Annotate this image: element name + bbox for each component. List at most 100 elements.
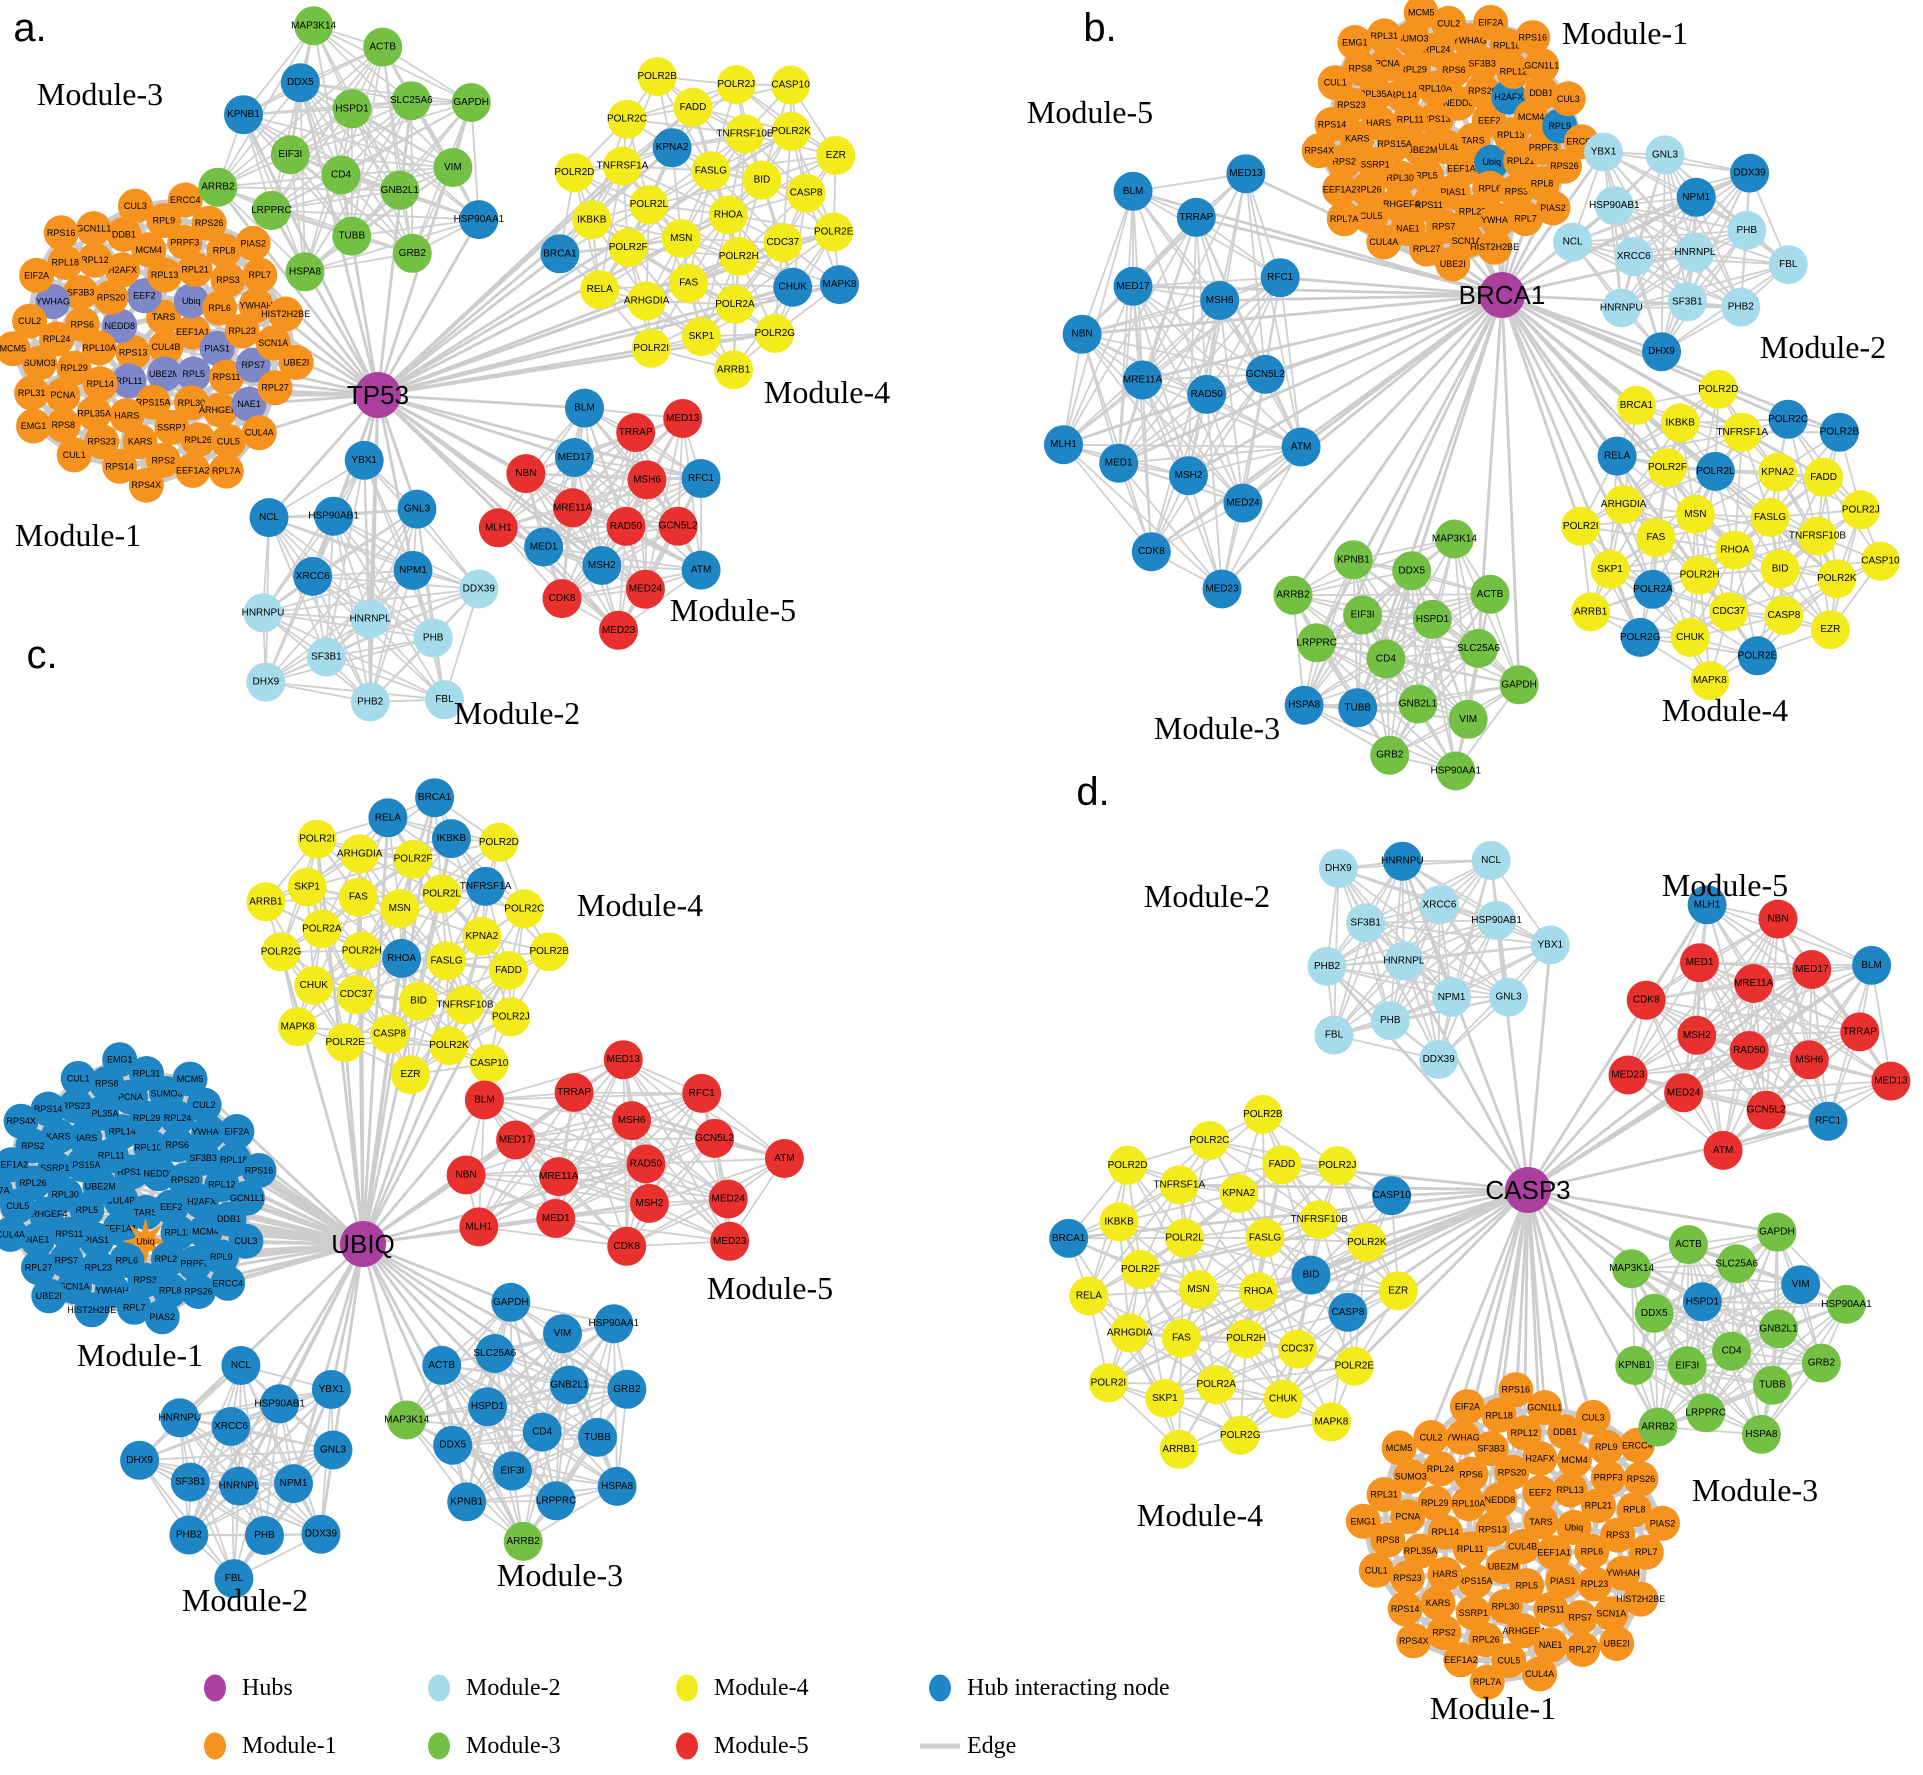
node-GCN5L2[interactable]: GCN5L2 — [695, 1118, 734, 1158]
node-POLR2J[interactable]: POLR2J — [491, 997, 531, 1037]
node-EIF3I[interactable]: EIF3I — [1343, 595, 1383, 635]
node-MSH6[interactable]: MSH6 — [1789, 1040, 1829, 1080]
node-MED1[interactable]: MED1 — [1099, 443, 1139, 483]
node-NBN[interactable]: NBN — [1062, 314, 1102, 354]
node-MED24[interactable]: MED24 — [1664, 1073, 1704, 1113]
node-MAPK8[interactable]: MAPK8 — [1690, 661, 1730, 701]
node-RPL23[interactable]: RPL23 — [1577, 1566, 1612, 1602]
node-MAP3K14[interactable]: MAP3K14 — [1609, 1249, 1655, 1289]
node-EIF3I[interactable]: EIF3I — [1667, 1346, 1707, 1386]
node-MCM4[interactable]: MCM4 — [131, 232, 167, 268]
node-RPS6[interactable]: RPS6 — [159, 1127, 195, 1163]
node-SKP1[interactable]: SKP1 — [681, 317, 721, 357]
node-RPS23[interactable]: RPS23 — [58, 1088, 94, 1124]
node-HSPA8[interactable]: HSPA8 — [285, 252, 325, 292]
node-MAPK8[interactable]: MAPK8 — [278, 1007, 318, 1047]
node-PHB2[interactable]: PHB2 — [1307, 946, 1347, 986]
node-RFC1[interactable]: RFC1 — [681, 459, 721, 498]
node-MRE11A[interactable]: MRE11A — [539, 1157, 579, 1197]
node-IKBKB[interactable]: IKBKB — [1660, 403, 1700, 443]
node-SUMO3[interactable]: SUMO3 — [22, 345, 58, 381]
node-HSPD1[interactable]: HSPD1 — [1682, 1282, 1722, 1322]
node-FBL[interactable]: FBL — [214, 1559, 254, 1599]
node-MED23[interactable]: MED23 — [599, 610, 638, 650]
node-CUL5[interactable]: CUL5 — [210, 424, 246, 459]
node-CD4[interactable]: CD4 — [1712, 1331, 1752, 1371]
node-CHUK[interactable]: CHUK — [294, 965, 334, 1005]
node-H2AFX[interactable]: H2AFX — [105, 252, 140, 288]
node-TNFRSF10B[interactable]: TNFRSF10B — [1789, 516, 1847, 556]
node-TUBB[interactable]: TUBB — [578, 1417, 617, 1457]
node-CUL3[interactable]: CUL3 — [1575, 1399, 1611, 1435]
node-RPS15A[interactable]: RPS15A — [1457, 1563, 1493, 1599]
node-NCL[interactable]: NCL — [249, 498, 289, 538]
node-MSH2[interactable]: MSH2 — [1169, 456, 1208, 496]
node-ATM[interactable]: ATM — [764, 1139, 804, 1178]
node-MSH2[interactable]: MSH2 — [629, 1183, 669, 1223]
node-HIST2H2BE[interactable]: HIST2H2BE — [1470, 229, 1519, 265]
node-TARS[interactable]: TARS — [1523, 1504, 1559, 1540]
node-MAP3K14[interactable]: MAP3K14 — [1432, 519, 1477, 559]
node-POLR2G[interactable]: POLR2G — [755, 313, 796, 353]
node-RPL24[interactable]: RPL24 — [1423, 1451, 1458, 1487]
node-DDX5[interactable]: DDX5 — [1634, 1293, 1674, 1333]
node-RPS4X[interactable]: RPS4X — [3, 1103, 39, 1139]
node-POLR2F[interactable]: POLR2F — [1121, 1250, 1160, 1289]
node-FADD[interactable]: FADD — [489, 951, 528, 990]
node-KPNA2[interactable]: KPNA2 — [1758, 452, 1798, 492]
node-RPS6[interactable]: RPS6 — [1453, 1456, 1489, 1492]
node-POLR2A[interactable]: POLR2A — [715, 284, 755, 324]
node-CDK8[interactable]: CDK8 — [542, 579, 582, 619]
node-DDX39[interactable]: DDX39 — [301, 1514, 341, 1554]
node-RPL35A[interactable]: RPL35A — [76, 395, 112, 431]
node-RFC1[interactable]: RFC1 — [682, 1073, 722, 1113]
node-RPL5[interactable]: RPL5 — [176, 356, 212, 392]
node-RPL26[interactable]: RPL26 — [180, 422, 216, 458]
node-RPS11[interactable]: RPS11 — [209, 359, 245, 395]
node-SSRP1[interactable]: SSRP1 — [1455, 1595, 1491, 1631]
node-BLM[interactable]: BLM — [565, 388, 604, 428]
node-EMG1[interactable]: EMG1 — [1345, 1503, 1381, 1539]
node-MLH1[interactable]: MLH1 — [459, 1207, 499, 1247]
node-RPL12[interactable]: RPL12 — [77, 242, 113, 278]
node-SKP1[interactable]: SKP1 — [1590, 549, 1630, 589]
node-GCN5L2[interactable]: GCN5L2 — [1245, 354, 1285, 394]
node-XRCC6[interactable]: XRCC6 — [211, 1407, 251, 1446]
node-SLC25A6[interactable]: SLC25A6 — [1715, 1244, 1759, 1284]
node-RPS16[interactable]: RPS16 — [1498, 1372, 1534, 1408]
node-PIAS2[interactable]: PIAS2 — [1535, 190, 1571, 226]
node-UBE2I[interactable]: UBE2I — [278, 344, 314, 380]
node-CHUK[interactable]: CHUK — [773, 267, 813, 307]
node-GCN1L1[interactable]: GCN1L1 — [1527, 1390, 1562, 1426]
node-DDX5[interactable]: DDX5 — [280, 63, 320, 103]
node-MCM5[interactable]: MCM5 — [172, 1061, 208, 1097]
node-MED24[interactable]: MED24 — [708, 1179, 748, 1219]
node-POLR2H[interactable]: POLR2H — [719, 236, 759, 276]
node-GCN1L1[interactable]: GCN1L1 — [76, 211, 111, 247]
node-POLR2F[interactable]: POLR2F — [1647, 448, 1687, 488]
node-RPL8[interactable]: RPL8 — [206, 233, 242, 269]
node-CUL2[interactable]: CUL2 — [12, 303, 48, 339]
node-KPNA2[interactable]: KPNA2 — [1219, 1174, 1259, 1214]
node-EMG1[interactable]: EMG1 — [102, 1042, 138, 1078]
node-MED17[interactable]: MED17 — [1113, 266, 1153, 306]
node-SF3B1[interactable]: SF3B1 — [1667, 282, 1707, 322]
node-TNFRSF1A[interactable]: TNFRSF1A — [1153, 1165, 1205, 1205]
node-RPS14[interactable]: RPS14 — [30, 1091, 66, 1127]
node-YBX1[interactable]: YBX1 — [344, 440, 384, 480]
node-GNL3[interactable]: GNL3 — [1489, 977, 1529, 1017]
node-HSP90AB1[interactable]: HSP90AB1 — [254, 1384, 305, 1424]
node-GAPDH[interactable]: GAPDH — [491, 1282, 531, 1322]
node-MED23[interactable]: MED23 — [710, 1221, 750, 1261]
node-RPL10A[interactable]: RPL10A — [133, 1129, 169, 1165]
node-MED23[interactable]: MED23 — [1608, 1055, 1648, 1095]
node-YBX1[interactable]: YBX1 — [311, 1370, 351, 1409]
node-Ubiq[interactable]: Ubiq — [1556, 1509, 1592, 1545]
node-TNFRSF1A[interactable]: TNFRSF1A — [460, 866, 512, 906]
node-RHOA[interactable]: RHOA — [1715, 530, 1755, 570]
node-ARRB2[interactable]: ARRB2 — [198, 167, 238, 207]
node-CASP8[interactable]: CASP8 — [786, 173, 826, 213]
node-SKP1[interactable]: SKP1 — [1145, 1379, 1185, 1418]
node-FADD[interactable]: FADD — [1804, 457, 1844, 497]
node-HSPA8[interactable]: HSPA8 — [1284, 685, 1324, 725]
